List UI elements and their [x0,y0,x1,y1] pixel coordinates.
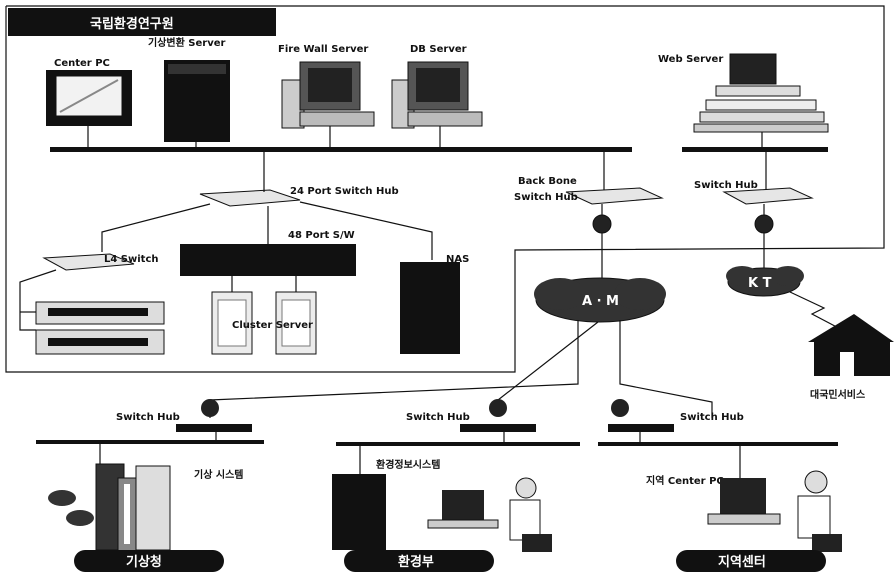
web-server-icon [694,54,828,132]
branch-1-bus [36,440,264,444]
branch-1-servers-icon [48,464,170,552]
router-icon [611,399,629,417]
lan-bus-web [682,147,828,152]
router-icon [755,215,773,233]
branch-1-org-label: 기상청 [126,554,162,570]
lan-bus-top [50,147,632,152]
weather-server-icon [164,60,230,142]
backbone-label-2: Switch Hub [514,192,578,203]
cluster-server-label: Cluster Server [232,320,313,331]
branch-1-hub-label: Switch Hub [116,412,180,423]
rack-server-icon [36,302,164,354]
center-pc-label: Center PC [54,58,110,69]
db-server-label: DB Server [410,44,467,55]
backbone-label-1: Back Bone [518,176,577,187]
hub-48-label: 48 Port S/W [288,230,355,241]
l4-switch-label: L4 Switch [104,254,159,265]
institute-title: 국립환경연구원 [90,16,174,32]
branch-3-system-label: 지역 Center PC [646,474,724,487]
router-icon [489,399,507,417]
house-icon [808,314,894,376]
db-server-icon [392,62,482,128]
weather-server-label: 기상변환 Server [148,36,225,49]
branch-2-workstation-icon [332,474,552,552]
nas-label: NAS [446,254,469,265]
web-server-label: Web Server [658,54,723,65]
kt-cloud-label: K T [748,276,772,291]
switch-hub-icon [608,424,674,432]
branch-2-system-label: 환경정보시스템 [376,458,440,471]
nas-icon [400,262,460,354]
center-pc-icon [46,70,132,126]
branch-3-bus [598,442,838,446]
router-icon [201,399,219,417]
branch-3-org-label: 지역센터 [718,554,766,570]
switch-hub-icon [460,424,536,432]
branch-2-bus [336,442,580,446]
hub-48-icon [180,244,356,276]
backbone-hub-icon [566,188,662,204]
hub-24-icon [200,190,300,206]
branch-3-hub-label: Switch Hub [680,412,744,423]
branch-3-workstation-icon [708,471,842,552]
switch-hub-icon [176,424,252,432]
main-cloud-label: A · M [582,294,619,309]
hub-24-label: 24 Port Switch Hub [290,186,399,197]
firewall-server-label: Fire Wall Server [278,44,368,55]
firewall-server-icon [282,62,374,128]
remote-service-label: 대국민서비스 [810,388,865,401]
web-switch-hub-label: Switch Hub [694,180,758,191]
router-icon [593,215,611,233]
branch-1-system-label: 기상 시스템 [194,468,243,481]
branch-2-hub-label: Switch Hub [406,412,470,423]
branch-2-org-label: 환경부 [398,554,434,570]
